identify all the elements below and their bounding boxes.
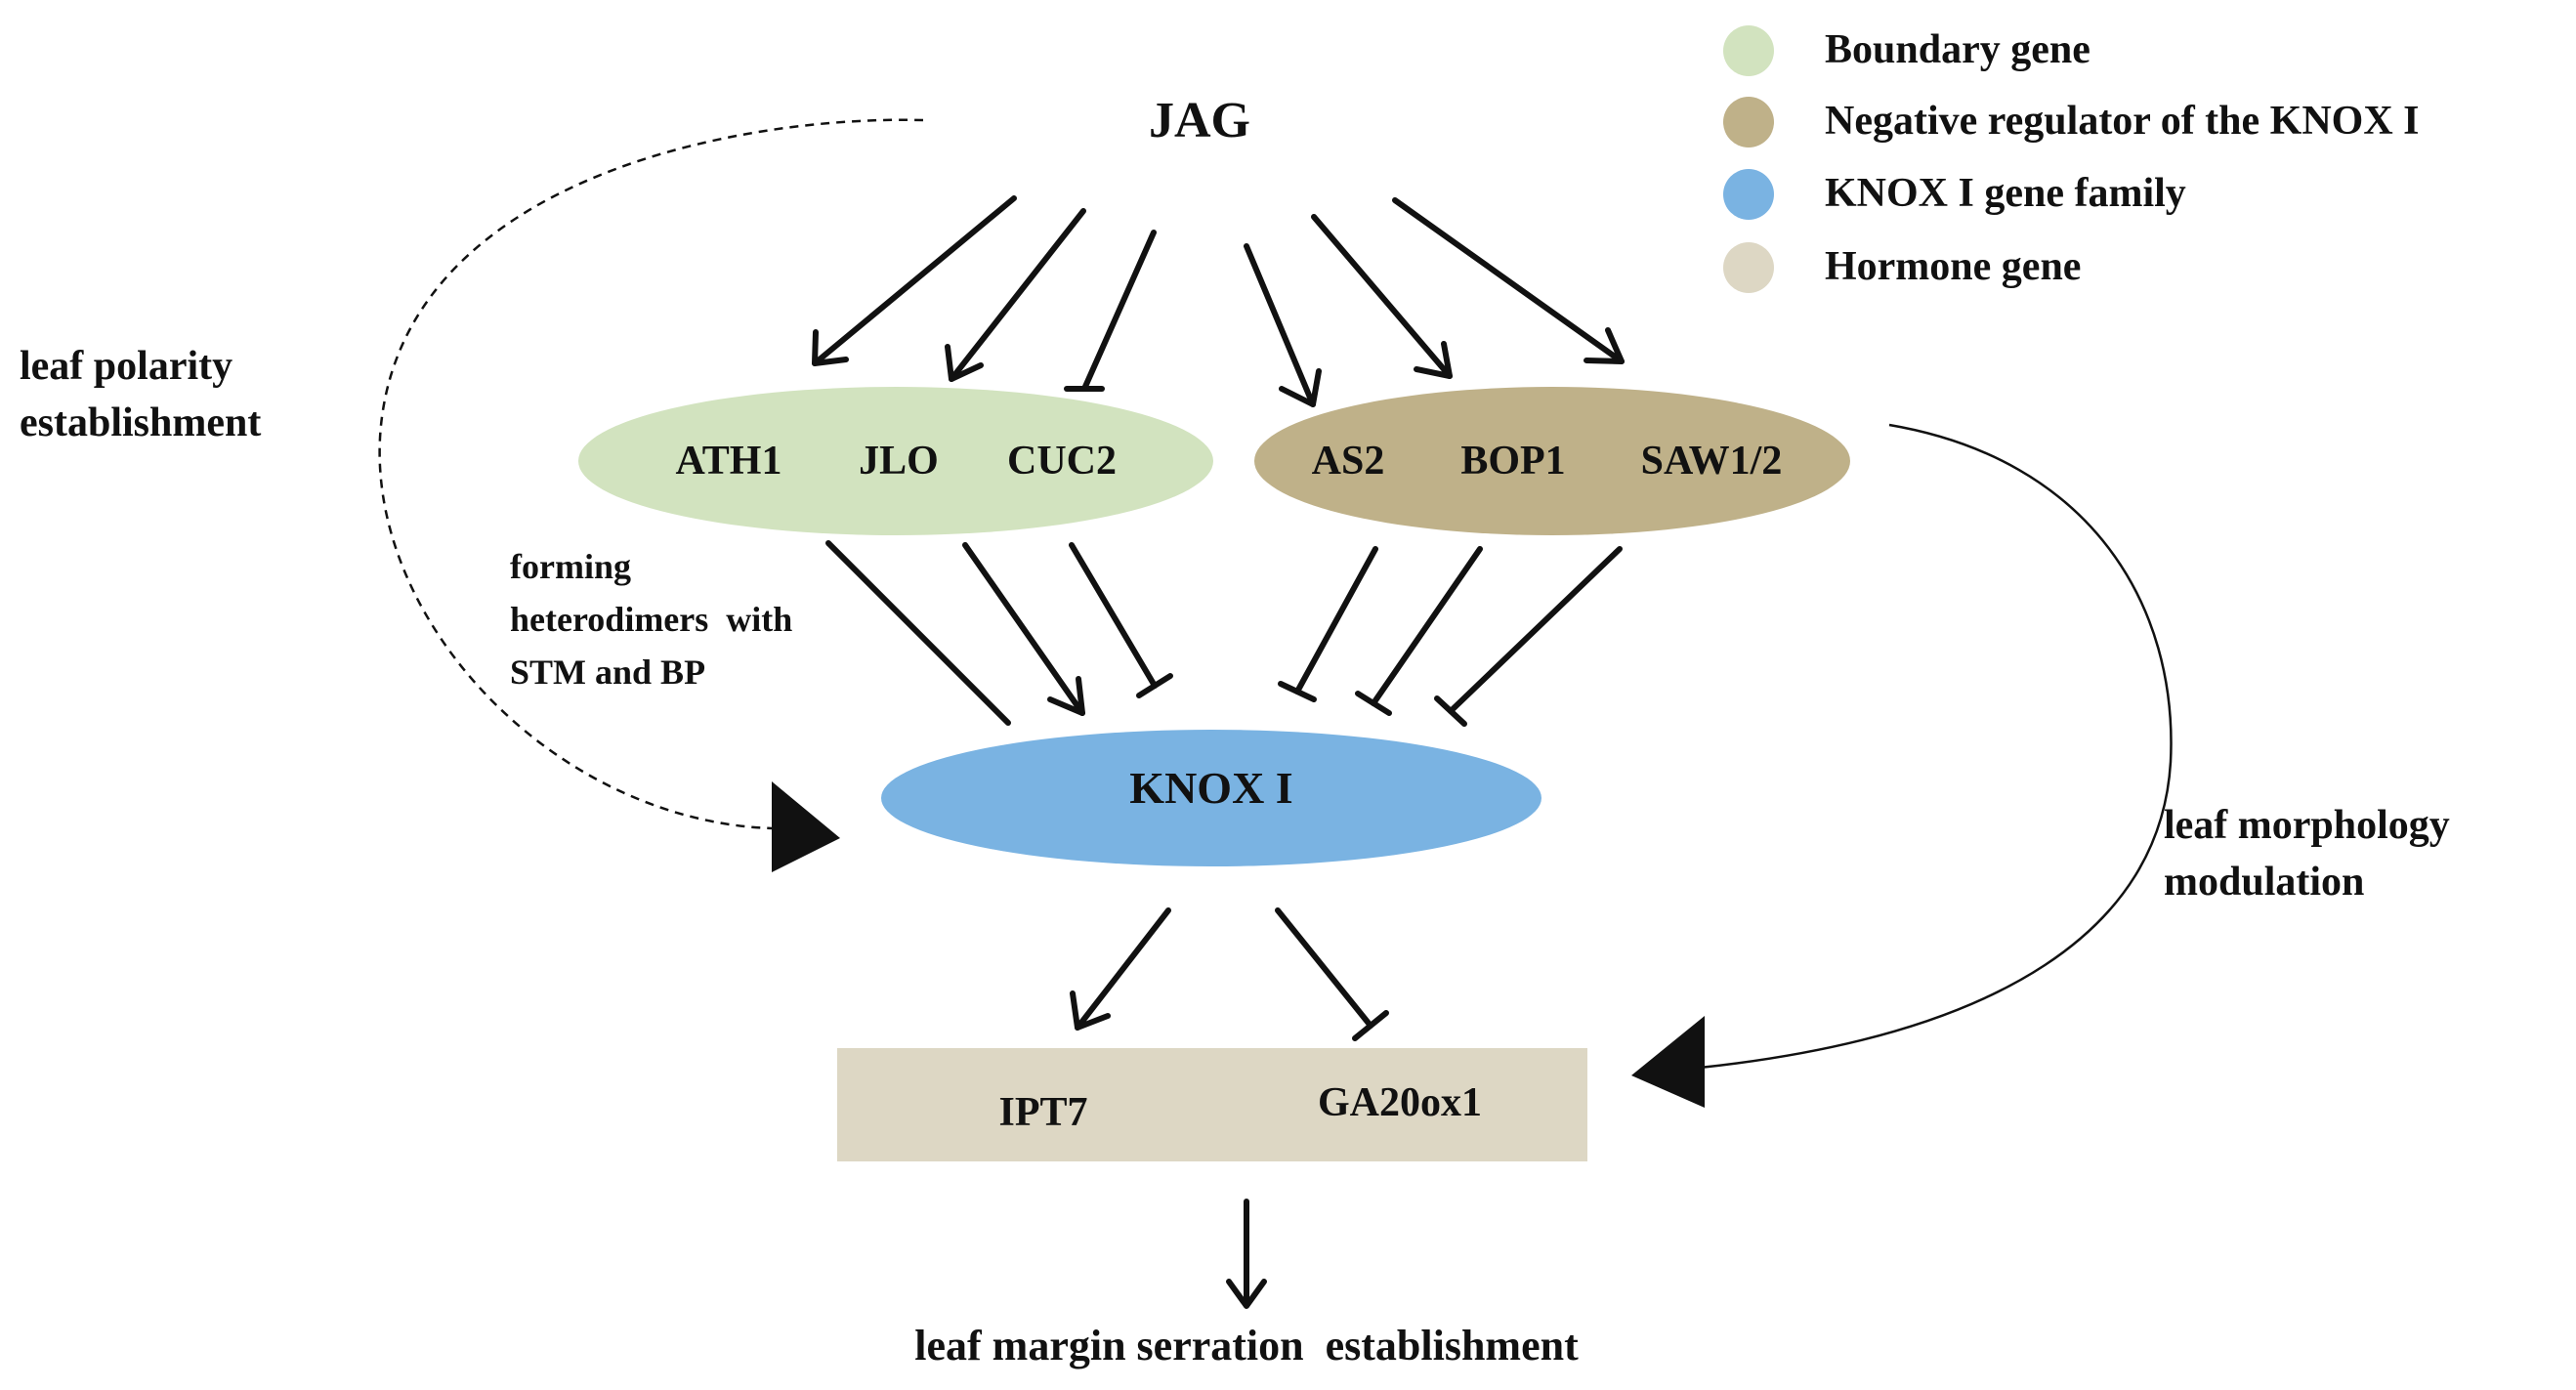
gene-saw12: SAW1/2 <box>1641 439 1783 484</box>
note-heterodimer-line3: STM and BP <box>510 653 705 692</box>
note-leaf-margin-serration: leaf margin serration establishment <box>914 1322 1579 1369</box>
inhibit-cuc2-knox <box>1069 542 1158 689</box>
inhibit-knox-ga20ox1 <box>1275 907 1373 1029</box>
gene-knox-i: KNOX I <box>1129 763 1292 813</box>
legend-label-knox: KNOX I gene family <box>1825 171 2186 216</box>
arrowhead-ipt7 <box>1070 990 1111 1031</box>
curve-leaf-morphology <box>1699 423 2173 1070</box>
legend-swatch-hormone <box>1723 242 1774 293</box>
legend: Boundary gene Negative regulator of the … <box>1723 25 2420 293</box>
inhibit-bar-bop1-knox <box>1355 691 1392 716</box>
arrow-jag-as2 <box>1244 243 1316 407</box>
gene-jlo: JLO <box>859 439 939 484</box>
arrowhead-dashed-filled <box>772 781 840 872</box>
arrow-jag-ath1 <box>812 195 1017 366</box>
arrowhead-jlo-knox <box>1047 676 1085 716</box>
arrowhead-as2 <box>1279 368 1322 407</box>
gene-bop1: BOP1 <box>1460 439 1565 484</box>
note-leaf-polarity-line1: leaf polarity <box>20 344 232 389</box>
gene-cuc2: CUC2 <box>1007 439 1117 484</box>
legend-label-hormone: Hormone gene <box>1825 244 2081 289</box>
arrow-jag-jlo <box>949 208 1086 382</box>
legend-label-negative: Negative regulator of the KNOX I <box>1825 99 2420 144</box>
legend-swatch-boundary <box>1723 25 1774 76</box>
arrowhead-serration <box>1226 1279 1267 1309</box>
arrowhead-bop1 <box>1414 341 1453 379</box>
inhibit-bar-cuc2-knox <box>1136 673 1173 698</box>
legend-item-boundary: Boundary gene <box>1723 25 2090 76</box>
legend-label-boundary: Boundary gene <box>1825 27 2090 72</box>
inhibit-as2-knox <box>1294 546 1378 695</box>
arrowhead-jlo <box>945 344 984 382</box>
arrowhead-ath1 <box>812 329 849 366</box>
boundary-gene-ellipse <box>578 387 1213 535</box>
negative-regulator-ellipse <box>1254 387 1850 535</box>
note-leaf-polarity-line2: establishment <box>20 400 261 445</box>
note-heterodimer-line1: forming <box>510 547 631 586</box>
node-jag: JAG <box>1149 93 1250 148</box>
gene-as2: AS2 <box>1312 439 1385 484</box>
note-leaf-morphology-line2: modulation <box>2164 860 2364 905</box>
inhibit-bop1-knox <box>1371 546 1483 706</box>
gene-ga20ox1: GA20ox1 <box>1318 1080 1482 1125</box>
note-heterodimer-line2: heterodimers with <box>510 600 792 639</box>
hormone-gene-box <box>837 1048 1587 1161</box>
knox-ellipse <box>881 730 1541 866</box>
arrow-jag-bop1 <box>1311 214 1453 379</box>
inhibit-bar-ga20ox1 <box>1352 1010 1389 1041</box>
legend-swatch-negative <box>1723 97 1774 147</box>
legend-item-negative: Negative regulator of the KNOX I <box>1723 97 2420 147</box>
inhibit-jag-cuc2 <box>1081 230 1157 392</box>
arrow-jag-saw12 <box>1392 197 1625 364</box>
inhibit-bar-saw12-knox <box>1434 695 1467 727</box>
gene-ipt7: IPT7 <box>998 1090 1087 1135</box>
arrow-knox-ipt7 <box>1075 907 1171 1031</box>
arrowhead-saw12 <box>1584 327 1625 364</box>
legend-item-hormone: Hormone gene <box>1723 242 2081 293</box>
inhibit-saw12-knox <box>1448 546 1623 714</box>
legend-item-knox: KNOX I gene family <box>1723 169 2186 220</box>
inhibit-bar-as2-knox <box>1278 681 1317 702</box>
arrowhead-curve-filled <box>1631 1016 1705 1108</box>
gene-ath1: ATH1 <box>676 439 782 484</box>
note-leaf-morphology-line1: leaf morphology <box>2164 803 2450 848</box>
line-ath1-knox <box>825 540 1011 726</box>
arrow-jlo-knox <box>962 542 1085 716</box>
dashed-curve-leaf-polarity <box>378 118 924 830</box>
legend-swatch-knox <box>1723 169 1774 220</box>
